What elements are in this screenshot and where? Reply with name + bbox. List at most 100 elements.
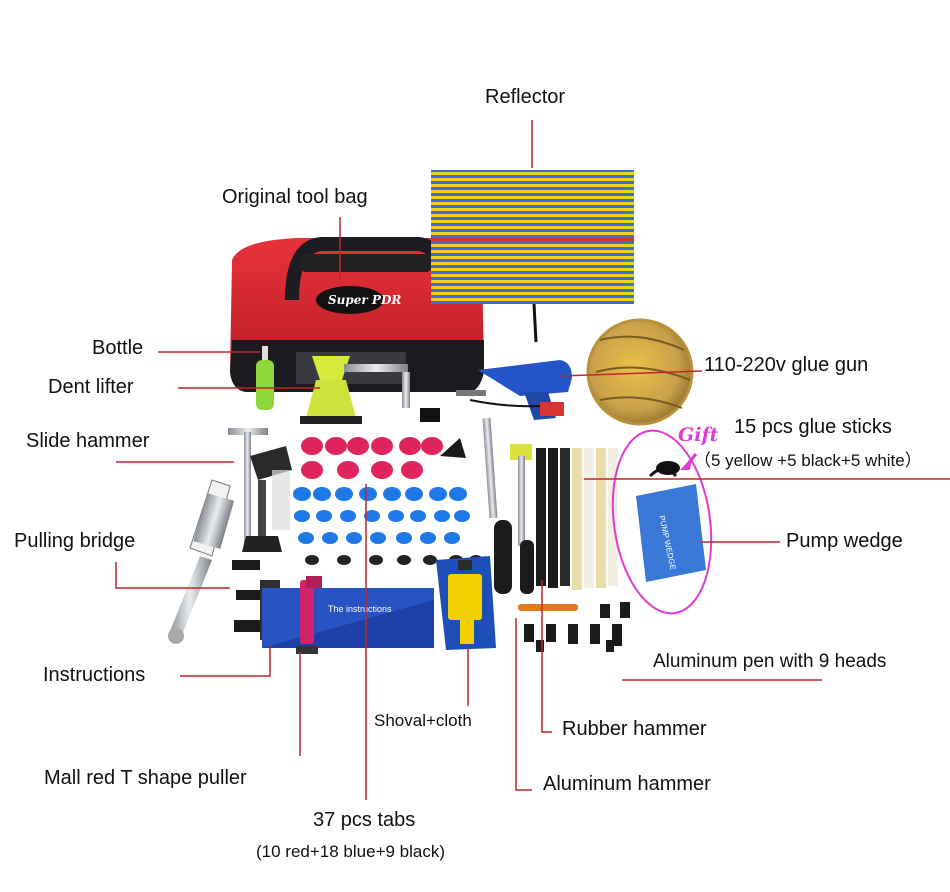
label-aluminum-pen: Aluminum pen with 9 heads (653, 651, 887, 672)
reflector-stripe (431, 184, 634, 187)
label-tabs: 37 pcs tabs (313, 809, 416, 831)
instructions-sheet: The instructions (262, 588, 434, 648)
reflector-stripe (431, 256, 634, 259)
tabs-grid (293, 437, 483, 565)
aluminum-pen (518, 602, 630, 652)
reflector-stripe (431, 268, 634, 271)
glue-tab (301, 461, 323, 479)
glue-tab (337, 555, 351, 565)
rubber-hammer (510, 444, 534, 594)
reflector-stripe (431, 190, 634, 193)
reflector-stripe (431, 196, 634, 199)
glue-tab (316, 510, 332, 522)
glue-tab (340, 510, 356, 522)
instructions-print: The instructions (328, 604, 392, 614)
reflector-stripe (431, 178, 634, 181)
label-shovel-cloth: Shoval+cloth (374, 711, 472, 730)
glue-tab (399, 437, 421, 455)
label-reflector: Reflector (485, 86, 566, 108)
pump-wedge: PUMP WEDGE (611, 429, 713, 615)
glue-gun (456, 360, 572, 420)
glue-sticks (536, 448, 618, 590)
reflector-stripe (431, 280, 634, 283)
glue-tab (410, 510, 426, 522)
leader-lines (115, 120, 950, 800)
label-bottle: Bottle (92, 337, 144, 359)
glue-tab (293, 487, 311, 501)
tool-bag: Super PDR (230, 237, 484, 392)
glue-tab (423, 555, 437, 565)
glue-tab (383, 487, 401, 501)
glue-tab (449, 487, 467, 501)
reflector-board (431, 170, 634, 343)
dent-lifter (300, 356, 410, 424)
reflector-stripe (431, 220, 634, 223)
label-tool-bag: Original tool bag (222, 186, 368, 208)
reflector-stripe (431, 286, 634, 289)
glue-tab (388, 510, 404, 522)
label-rubber-hammer: Rubber hammer (562, 718, 707, 740)
bag-brand-text: Super PDR (328, 293, 401, 307)
glue-tab (325, 437, 347, 455)
reflector-stripe (431, 244, 634, 247)
glue-tab (294, 510, 310, 522)
glue-tab (346, 532, 362, 544)
reflector-stripe (431, 232, 634, 235)
glue-tab (335, 487, 353, 501)
glue-tab (396, 532, 412, 544)
label-glue-gun: 110-220v glue gun (704, 354, 869, 376)
label-slide-hammer: Slide hammer (26, 430, 150, 452)
reflector-stripe (431, 262, 634, 265)
glue-tab (401, 461, 423, 479)
glue-tab (405, 487, 423, 501)
glue-tab (444, 532, 460, 544)
label-instructions: Instructions (43, 664, 146, 686)
glue-tab (421, 437, 443, 455)
glue-tab (454, 510, 470, 522)
wedge-tip (440, 438, 466, 458)
glue-tab (371, 461, 393, 479)
glue-tab (305, 555, 319, 565)
glue-tab (313, 487, 331, 501)
red-t-puller (296, 576, 322, 654)
label-t-puller: Mall red T shape puller (44, 767, 247, 789)
label-glue-sticks: 15 pcs glue sticks (734, 416, 892, 438)
spray-bottle (256, 346, 274, 410)
reflector-stripe (431, 250, 634, 253)
magnifier-inset (586, 318, 694, 426)
reflector-stripe (431, 226, 634, 229)
aluminum-hammer (482, 417, 512, 594)
glue-tab (369, 555, 383, 565)
glue-tab (420, 532, 436, 544)
glue-tab (429, 487, 447, 501)
reflector-stripe (431, 172, 634, 175)
label-dent-lifter: Dent lifter (48, 376, 134, 398)
glue-tab (301, 437, 323, 455)
glue-tab (364, 510, 380, 522)
label-pulling-bridge: Pulling bridge (14, 530, 136, 552)
reflector-stripe (431, 208, 634, 211)
glue-tab (347, 437, 369, 455)
glue-tab (337, 461, 359, 479)
pulling-bridge (242, 446, 292, 552)
reflector-stripe (431, 274, 634, 277)
reflector-stripe (431, 214, 634, 217)
label-gift: Gift (678, 424, 719, 446)
reflector-stripe (431, 292, 634, 295)
glue-tab (434, 510, 450, 522)
plug (420, 408, 440, 422)
shovel-cloth (436, 556, 496, 650)
glue-tab (359, 487, 377, 501)
reflector-stripe (431, 202, 634, 205)
reflector-stripe (431, 298, 634, 301)
glue-tab (322, 532, 338, 544)
slide-hammer (168, 428, 268, 644)
glue-tab (371, 437, 393, 455)
label-aluminum-hammer: Aluminum hammer (543, 773, 711, 795)
glue-tab (370, 532, 386, 544)
reflector-stripe (431, 238, 634, 241)
label-glue-sticks-detail: （5 yellow +5 black+5 white） (694, 451, 922, 470)
glue-tab (298, 532, 314, 544)
glue-tab (397, 555, 411, 565)
